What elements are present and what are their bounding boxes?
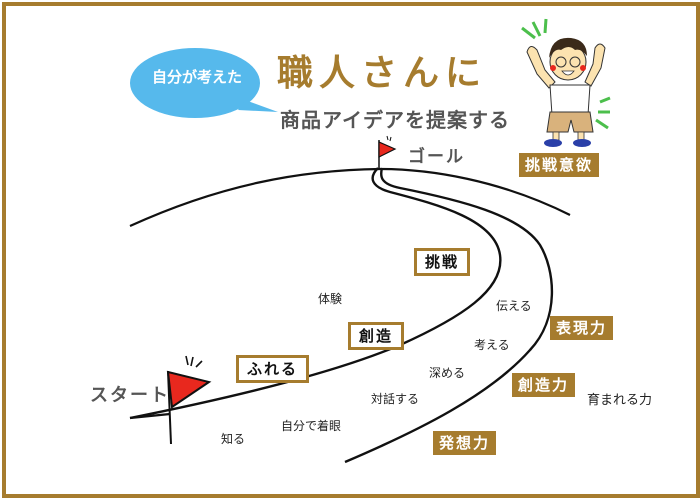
action-fukameru: 深める xyxy=(429,366,466,380)
start-flag-icon xyxy=(166,355,212,445)
page-title: 職人さんに xyxy=(277,53,488,94)
page-subtitle: 商品アイデアを提案する xyxy=(280,108,510,132)
action-tsutaeru: 伝える xyxy=(496,299,532,313)
tag-challenge-motivation: 挑戦意欲 xyxy=(519,153,600,177)
start-label: スタート xyxy=(90,385,170,406)
ability-hassouryoku: 発想力 xyxy=(433,431,497,455)
road-left-edge xyxy=(129,167,502,420)
goal-label: ゴール xyxy=(408,147,465,167)
ability-hyougenryoku: 表現力 xyxy=(550,316,614,340)
action-jibun-de-chakugan: 自分で着眼 xyxy=(281,419,342,433)
cheering-boy-illustration xyxy=(521,18,611,147)
horizon-line xyxy=(129,167,571,228)
abilities-caption: 育まれる力 xyxy=(587,393,653,408)
action-shiru: 知る xyxy=(221,432,246,446)
action-kangaeru: 考える xyxy=(474,338,510,352)
speech-bubble xyxy=(130,48,278,118)
stage-souzou: 創造 xyxy=(348,322,405,350)
stage-fureru: ふれる xyxy=(236,355,310,383)
ability-souzouryoku: 創造力 xyxy=(512,373,576,397)
stage-chousen: 挑戦 xyxy=(414,248,471,276)
road-right-edge xyxy=(344,167,554,464)
action-taiwa-suru: 対話する xyxy=(371,392,420,406)
action-taiken: 体験 xyxy=(318,292,343,306)
speech-bubble-text: 自分が考えた xyxy=(151,68,242,86)
goal-flag-icon xyxy=(378,135,397,170)
